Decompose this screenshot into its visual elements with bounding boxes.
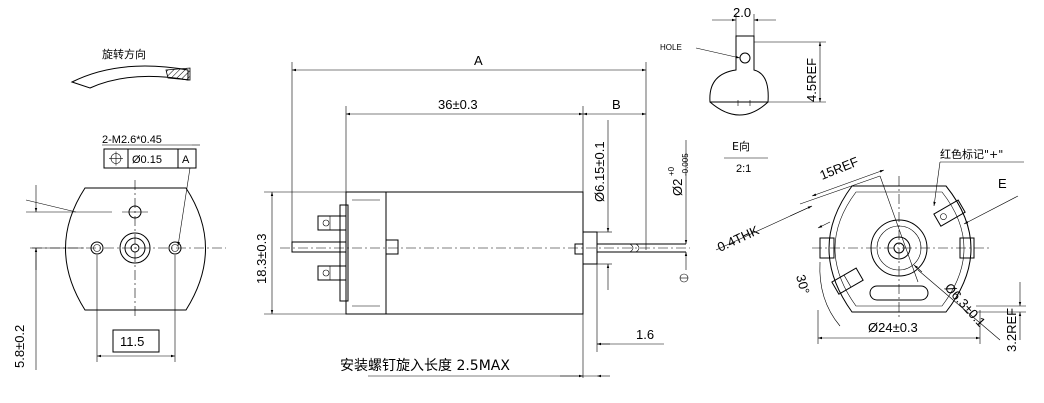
dim-15ref: 15REF	[818, 154, 861, 183]
front-housing-outline	[65, 187, 206, 311]
motor-can	[345, 191, 584, 315]
angle-30: 30°	[793, 273, 813, 296]
dim-45ref: 4.5REF	[804, 58, 819, 102]
hole-label: HOLE	[660, 43, 682, 52]
dim-04thk: 0.4THK	[715, 222, 762, 254]
terminal-tab-outline	[709, 35, 769, 103]
dim-shaft-tol-up: +0	[667, 166, 676, 176]
bearing-boss	[119, 232, 151, 264]
terminal-top	[317, 215, 347, 231]
red-mark-label: 红色标记"+"	[940, 147, 1003, 161]
screw-note: 安装螺钉旋入长度 2.5MAX	[340, 358, 510, 374]
position-tolerance-icon	[109, 151, 123, 166]
dim-shaft-tol-dn: -0.005	[681, 153, 690, 176]
terminal-minus	[831, 267, 864, 295]
end-cap	[346, 191, 387, 315]
rear-slot-left	[819, 237, 835, 259]
dim-24: Ø24±0.3	[868, 320, 918, 335]
terminal-detail-view: 2.0 HOLE 4.5REF E向 2:1	[660, 5, 826, 175]
rear-vent	[869, 285, 929, 301]
terminal-hole	[739, 52, 751, 64]
dim-615: Ø6.15±0.1	[592, 141, 607, 202]
rear-boss	[870, 219, 928, 277]
front-width-dim: 11.5	[120, 334, 144, 349]
rotation-label: 旋转方向	[102, 47, 146, 61]
front-height-dim: 5.8±0.2	[12, 325, 27, 368]
dim-a: A	[474, 53, 483, 68]
tol-value: Ø0.15	[132, 154, 162, 166]
dim-63: Ø6.3±0.1	[942, 280, 989, 330]
terminal-plus	[933, 199, 966, 227]
dim-height-183: 18.3±0.3	[254, 233, 269, 284]
dim-20: 2.0	[733, 5, 751, 20]
dim-shaft: Ø2	[670, 179, 685, 196]
e-label: E	[998, 176, 1007, 191]
dim-36: 36±0.3	[438, 97, 478, 112]
terminal-bottom	[317, 265, 347, 281]
front-view: 旋转方向 2-M2.6*0.45 Ø0.15 A	[12, 47, 226, 370]
side-view: A 36±0.3 B	[254, 53, 690, 378]
rear-slot-right	[959, 237, 975, 259]
screw-tolerance-callout: 2-M2.6*0.45 Ø0.15 A	[102, 134, 200, 247]
dim-b: B	[612, 97, 621, 112]
screw-hole-left	[90, 241, 104, 255]
screw-hole-right	[168, 241, 182, 255]
view-label: E向	[732, 139, 750, 153]
rear-view: 15REF 0.4THK 红色标记"+" E 30° Ø24±0.3 Ø6.3±…	[715, 147, 1026, 352]
scale-label: 2:1	[736, 163, 751, 175]
dim-16: 1.6	[636, 327, 654, 342]
screw-label: 2-M2.6*0.45	[102, 134, 162, 146]
rear-housing-outline	[828, 185, 972, 313]
dim-32ref: 3.2REF	[1004, 308, 1019, 352]
tol-datum: A	[182, 154, 190, 166]
rotation-direction-arrow: 旋转方向	[70, 47, 191, 89]
